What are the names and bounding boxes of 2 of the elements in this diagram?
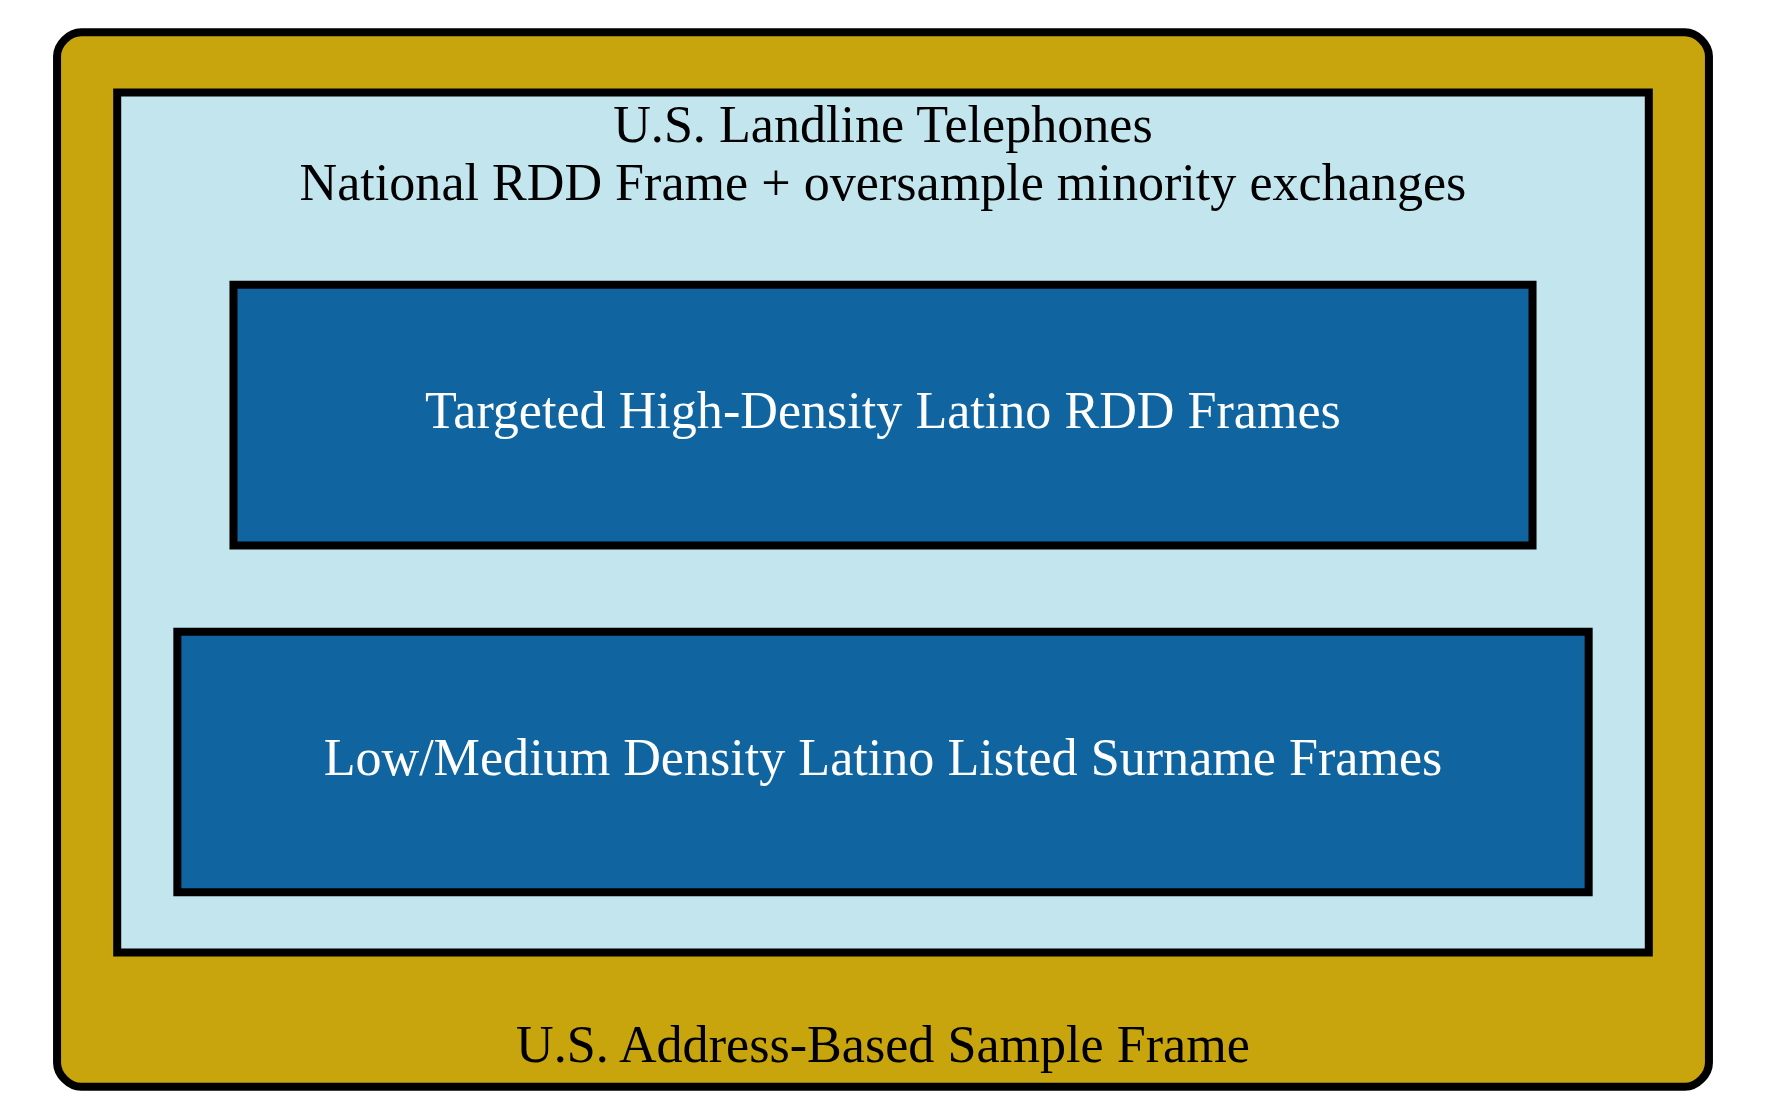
node-box: Targeted High-Density Latino RDD Frames — [228, 280, 1537, 550]
node-box: Low/Medium Density Latino Listed Surname Frames — [172, 627, 1593, 897]
